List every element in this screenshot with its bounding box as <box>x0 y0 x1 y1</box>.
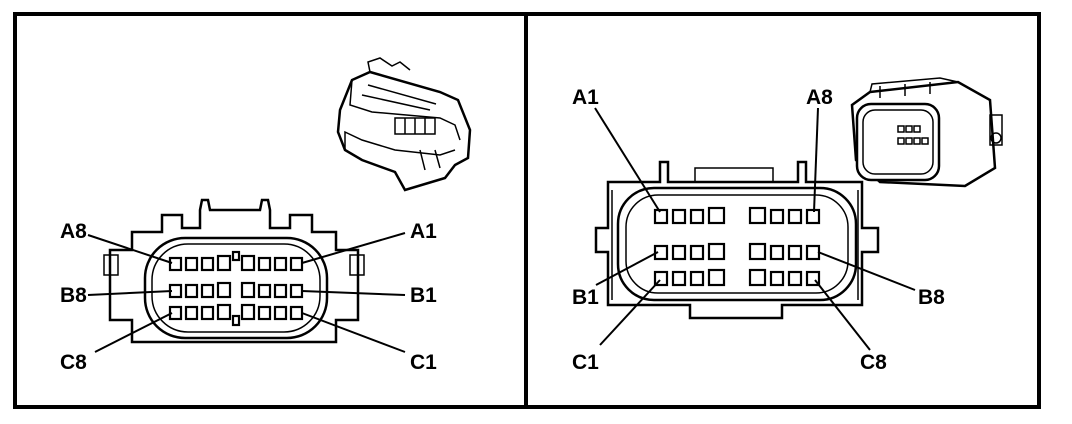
label-c8: C8 <box>860 351 887 374</box>
label-c8: C8 <box>60 351 87 374</box>
label-a8: A8 <box>60 220 87 243</box>
label-c1: C1 <box>572 351 599 374</box>
label-b1: B1 <box>410 284 437 307</box>
label-b1: B1 <box>572 286 599 309</box>
left-leader-lines <box>87 232 406 353</box>
right-pins-row-c <box>653 268 821 287</box>
connector-side-view-icon <box>336 57 472 192</box>
label-b8: B8 <box>918 286 945 309</box>
left-pins-row-b <box>168 281 304 299</box>
right-pins-row-b <box>653 242 821 261</box>
right-leader-lines <box>594 107 916 351</box>
right-pins-row-a <box>653 206 821 225</box>
label-a1: A1 <box>410 220 437 243</box>
left-pins-row-a <box>168 250 304 272</box>
connector-iso-view-icon <box>850 77 1003 188</box>
label-a8: A8 <box>806 86 833 109</box>
left-pins-row-c <box>168 303 304 327</box>
label-a1: A1 <box>572 86 599 109</box>
label-b8: B8 <box>60 284 87 307</box>
label-c1: C1 <box>410 351 437 374</box>
right-connector-body <box>594 160 880 320</box>
left-panel: A8 A1 B8 B1 C8 C1 <box>60 57 472 374</box>
right-panel: A1 A8 B1 B8 C1 C8 <box>572 77 1003 374</box>
